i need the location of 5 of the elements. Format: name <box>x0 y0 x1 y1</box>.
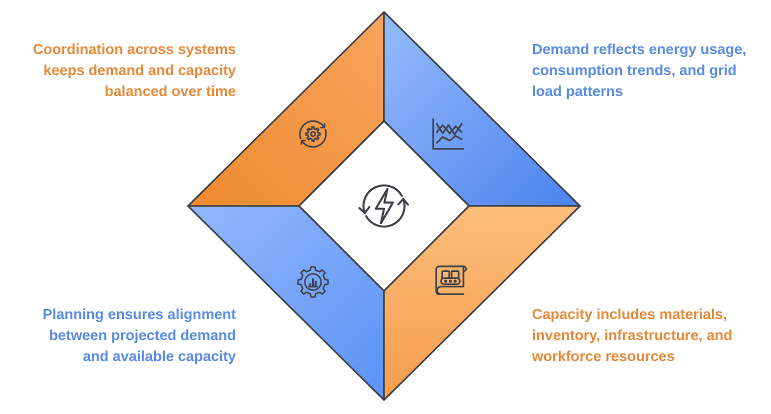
description-text: Coordination across systems keeps demand and capacity balanced over time <box>32 41 236 102</box>
diamond-panel <box>299 121 469 291</box>
description-text: Capacity includes materials, inventory, infrastructure, and workforce resources <box>532 306 734 367</box>
description-text: Planning ensures alignment between projected demand and available capacity <box>42 306 236 367</box>
description-text: Demand reflects energy usage, consumption trends, and grid load patterns <box>532 41 748 102</box>
